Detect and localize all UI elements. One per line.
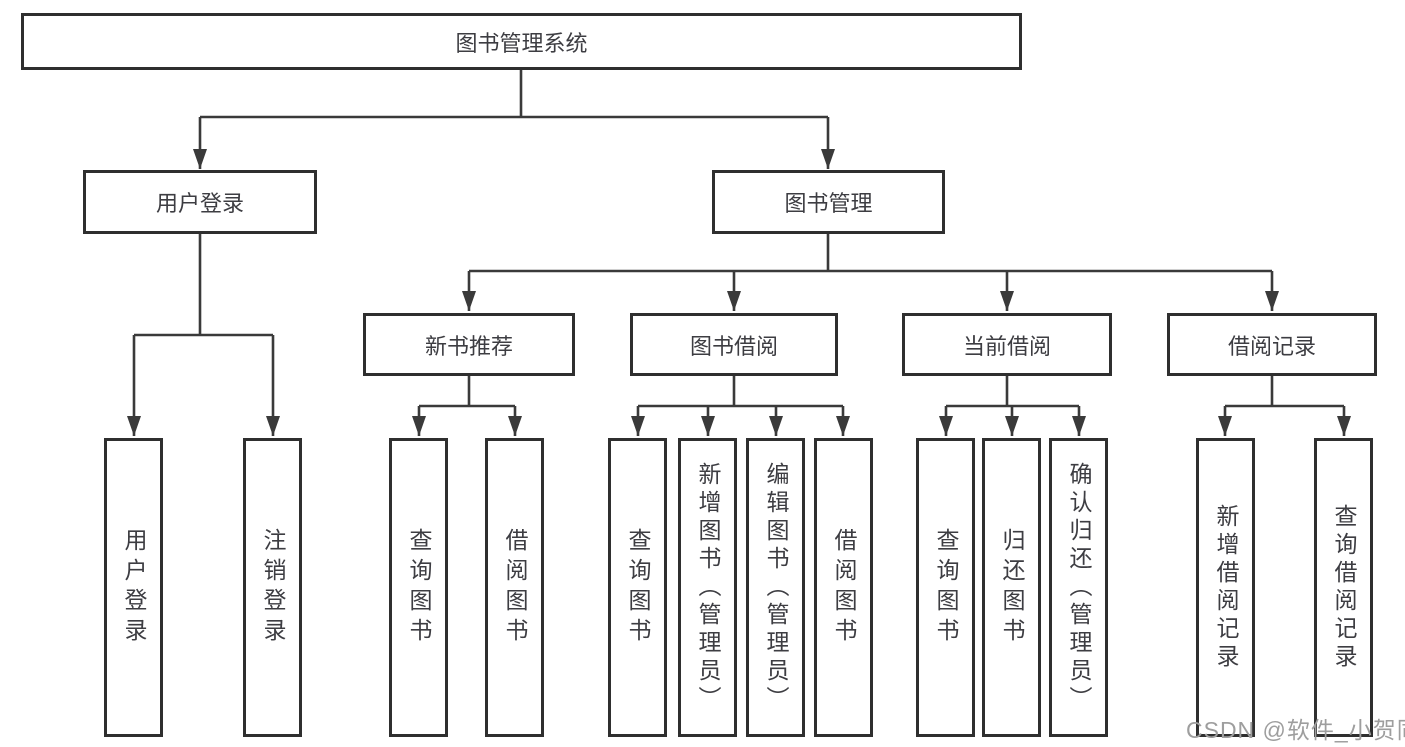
leaf-logout: 注销登录 <box>243 438 302 737</box>
node-new-book-recommend: 新书推荐 <box>363 313 575 376</box>
node-library-management-system: 图书管理系统 <box>21 13 1022 70</box>
leaf-user-login: 用户登录 <box>104 438 163 737</box>
leaf-borrow-books: 借阅图书 <box>814 438 873 737</box>
leaf-new-book-borrow-books: 借阅图书 <box>485 438 544 737</box>
leaf-edit-books-admin: 编辑图书（管理员） <box>746 438 805 737</box>
leaf-current-query-books: 查询图书 <box>916 438 975 737</box>
leaf-return-books: 归还图书 <box>982 438 1041 737</box>
leaf-new-book-query-books: 查询图书 <box>389 438 448 737</box>
leaf-query-borrow-record: 查询借阅记录 <box>1314 438 1373 737</box>
leaf-confirm-return-admin: 确认归还（管理员） <box>1049 438 1108 737</box>
node-borrow-records: 借阅记录 <box>1167 313 1377 376</box>
node-book-management-branch: 图书管理 <box>712 170 945 234</box>
leaf-add-books-admin: 新增图书（管理员） <box>678 438 737 737</box>
csdn-watermark: CSDN @软件_小贺同学 <box>1186 717 1405 743</box>
leaf-borrow-query-books: 查询图书 <box>608 438 667 737</box>
node-user-login-branch: 用户登录 <box>83 170 317 234</box>
node-book-borrowing: 图书借阅 <box>630 313 838 376</box>
leaf-add-borrow-record: 新增借阅记录 <box>1196 438 1255 737</box>
node-current-borrowing: 当前借阅 <box>902 313 1112 376</box>
